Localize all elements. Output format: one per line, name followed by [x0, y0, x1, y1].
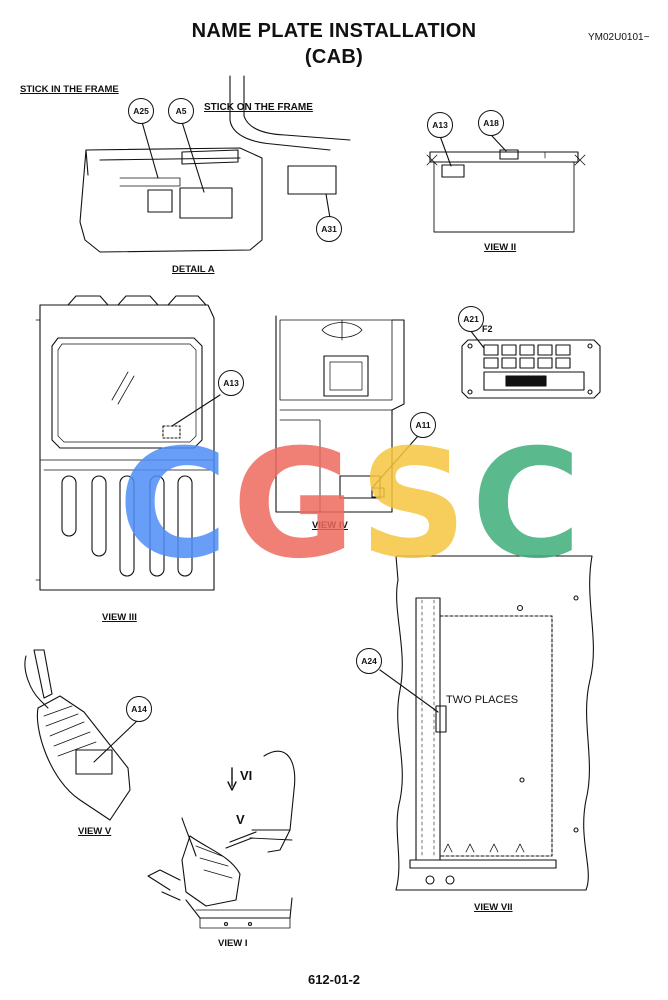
page-subtitle: (CAB) [304, 46, 364, 68]
view-iv-label: VIEW IV [312, 520, 348, 531]
view-iii-label: VIEW III [102, 612, 137, 623]
arrow-v-label: V [236, 812, 245, 827]
view-vii-drawing [380, 556, 593, 890]
view-ii-label: VIEW II [484, 242, 517, 253]
watermark-letter: S [359, 418, 472, 592]
view-v-label: VIEW V [78, 826, 112, 837]
detail-a-label: DETAIL A [172, 264, 215, 275]
callout-a13-view-iii: A13 [218, 370, 244, 396]
stick-in-frame-note: STICK IN THE FRAME [20, 84, 119, 95]
callout-a21: A21 [458, 306, 484, 332]
callout-a24: A24 [356, 648, 382, 674]
watermark-letter: G [232, 418, 360, 592]
view-iii-drawing [36, 296, 220, 590]
page-number: 612-01-2 [307, 972, 361, 987]
callout-a18: A18 [478, 110, 504, 136]
callout-a31: A31 [316, 216, 342, 242]
panel-f2-tag: F2 [482, 324, 493, 334]
view-ii-drawing [427, 136, 585, 232]
document-code: YM02U0101~ [588, 32, 650, 43]
page-title: NAME PLATE INSTALLATION [191, 20, 477, 42]
watermark-letter: C [471, 418, 586, 592]
arrow-vi-label: VI [240, 768, 253, 783]
view-i-label: VIEW I [218, 938, 248, 949]
view-iv-drawing [276, 316, 418, 512]
callout-a13-view-ii: A13 [427, 112, 453, 138]
watermark-letter: C [118, 418, 233, 592]
panel-f2-drawing [462, 330, 600, 398]
callout-a11: A11 [410, 412, 436, 438]
callout-a25: A25 [128, 98, 154, 124]
stick-on-frame-note: STICK ON THE FRAME [204, 102, 313, 113]
view-i-drawing [148, 751, 295, 928]
watermark: CGSC [118, 430, 585, 580]
view-v-drawing [25, 650, 138, 820]
two-places-note: TWO PLACES [446, 694, 519, 706]
view-vii-label: VIEW VII [474, 902, 513, 913]
callout-a5: A5 [168, 98, 194, 124]
callout-a14: A14 [126, 696, 152, 722]
detail-a-drawing [80, 76, 350, 252]
